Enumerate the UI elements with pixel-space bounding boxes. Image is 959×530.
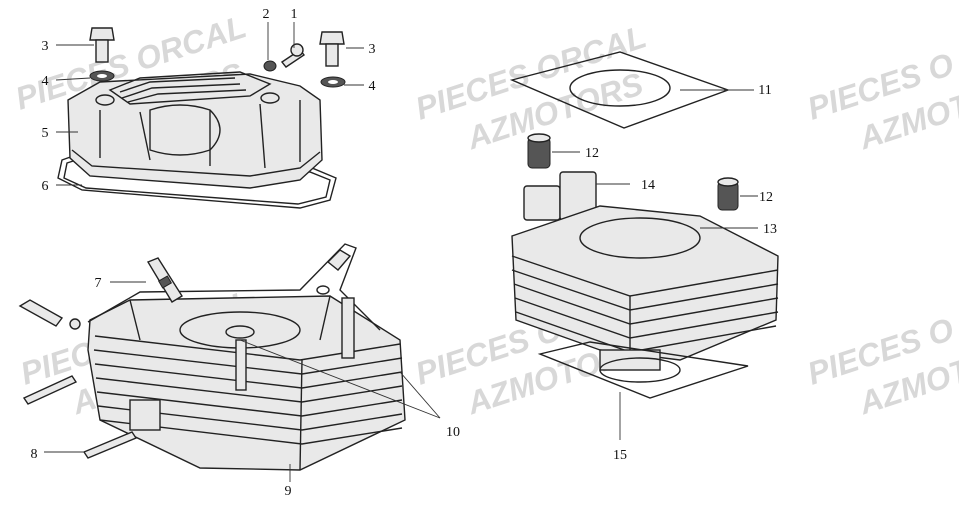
callout-4: 4 bbox=[369, 79, 376, 94]
valve-cover bbox=[67, 71, 323, 189]
callout-12: 12 bbox=[585, 146, 599, 161]
callout-1: 1 bbox=[291, 7, 298, 22]
callout-10: 10 bbox=[446, 425, 460, 440]
callout-2: 2 bbox=[263, 7, 270, 22]
spark-plug bbox=[146, 257, 183, 303]
dowel-pin-right bbox=[717, 177, 739, 211]
callout-7: 7 bbox=[95, 276, 102, 291]
callout-3: 3 bbox=[369, 42, 376, 57]
leader-lines bbox=[44, 22, 758, 482]
callout-11: 11 bbox=[758, 83, 771, 98]
base-gasket bbox=[537, 341, 749, 399]
small-bolt-and-washer bbox=[263, 43, 306, 72]
callout-8: 8 bbox=[31, 447, 38, 462]
head-bolt-left bbox=[18, 299, 81, 330]
callout-5: 5 bbox=[42, 126, 49, 141]
guide-blocks bbox=[523, 171, 597, 221]
cover-bolt-right bbox=[319, 31, 346, 88]
watermark-3: PIECES O AZMOT bbox=[803, 46, 959, 157]
cylinder-block bbox=[511, 205, 779, 371]
callout-3: 3 bbox=[42, 39, 49, 54]
callout-4: 4 bbox=[42, 74, 49, 89]
callout-12: 12 bbox=[759, 190, 773, 205]
callout-15: 15 bbox=[613, 448, 627, 463]
callout-9: 9 bbox=[285, 484, 292, 499]
dowel-pin-left bbox=[527, 133, 551, 169]
callout-labels: 1 2 3 3 4 4 5 6 7 8 9 10 11 12 12 13 14 … bbox=[31, 7, 778, 499]
studs bbox=[22, 375, 138, 459]
callout-14: 14 bbox=[641, 178, 655, 193]
cover-bolt-left bbox=[89, 27, 115, 82]
watermark-6: PIECES O AZMOT bbox=[803, 311, 959, 422]
callout-6: 6 bbox=[42, 179, 49, 194]
callout-13: 13 bbox=[763, 222, 777, 237]
